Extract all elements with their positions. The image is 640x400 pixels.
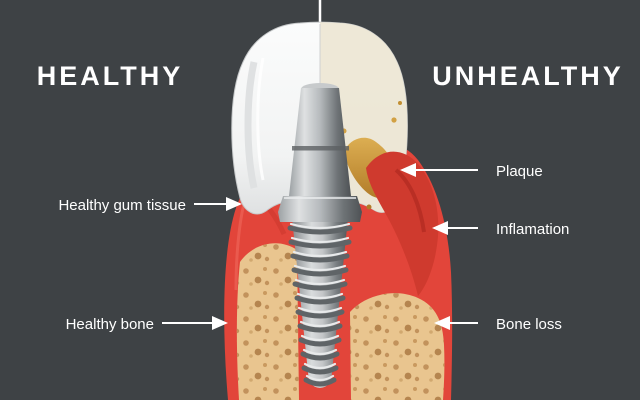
plaque-label: Plaque <box>496 163 543 180</box>
screw-threads <box>287 222 353 387</box>
healthy-bone-label: Healthy bone <box>66 316 154 333</box>
healthy-gum-label: Healthy gum tissue <box>58 197 186 214</box>
crown-shading <box>244 61 258 189</box>
abutment-groove <box>292 146 349 151</box>
implant-screw <box>287 218 353 388</box>
bone-speckles-left <box>236 243 299 400</box>
bone-loss-label: Bone loss <box>496 316 562 333</box>
inflammation-label: Inflamation <box>496 221 569 238</box>
implant-platform <box>278 196 362 222</box>
crown-highlight <box>256 57 265 181</box>
unhealthy-heading: UNHEALTHY <box>432 61 624 91</box>
bone-speckles-right <box>350 293 445 400</box>
implant-abutment <box>278 83 362 222</box>
inflamed-gum <box>366 151 439 296</box>
bone-loss-region <box>350 293 445 400</box>
healthy-heading: HEALTHY <box>37 61 184 91</box>
healthy-bone-region <box>236 243 299 400</box>
